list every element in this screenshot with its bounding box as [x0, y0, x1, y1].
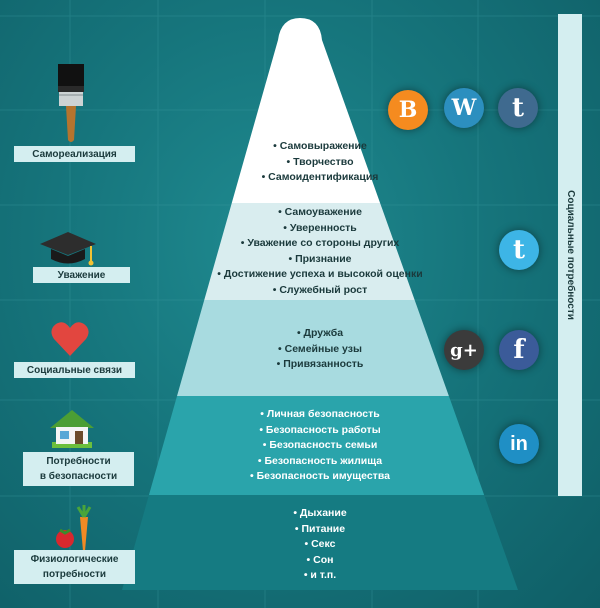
item: Дыхание	[0, 506, 600, 522]
level-2-items: Самоуважение Уверенность Уважение со сто…	[0, 205, 600, 298]
label-line: потребности	[42, 569, 107, 580]
label-line: Потребности	[46, 456, 111, 467]
item: Безопасность имущества	[0, 469, 600, 485]
twitter-icon: t	[499, 230, 539, 270]
house-icon	[50, 410, 94, 448]
item: Питание	[0, 522, 600, 538]
label-safety: Потребности в безопасности	[23, 452, 134, 486]
item: Уверенность	[0, 221, 600, 237]
item: Творчество	[0, 155, 600, 171]
level-5-items: Дыхание Питание Секс Сон и т.п.	[0, 506, 600, 584]
item: и т.п.	[0, 568, 600, 584]
paintbrush-icon	[58, 64, 84, 142]
item: Самоидентификация	[0, 170, 600, 186]
item: Уважение со стороны других	[0, 236, 600, 252]
tumblr-icon: t	[498, 88, 538, 128]
level-4-items: Личная безопасность Безопасность работы …	[0, 407, 600, 485]
label-line: в безопасности	[39, 471, 118, 482]
social-needs-label: Социальные потребности	[565, 190, 576, 320]
label-line: Физиологические	[30, 554, 119, 565]
blogger-icon: B	[388, 90, 428, 130]
item: Секс	[0, 537, 600, 553]
social-needs-bar	[558, 14, 582, 496]
item: Безопасность работы	[0, 423, 600, 439]
heart-icon	[51, 322, 89, 356]
level-1-items: Самовыражение Творчество Самоидентификац…	[0, 139, 600, 186]
item: Достижение успеха и высокой оценки	[0, 267, 600, 283]
item: Безопасность семьи	[0, 438, 600, 454]
item: Привязанность	[0, 357, 600, 373]
item: Самовыражение	[0, 139, 600, 155]
label-self-actualization: Самореализация	[14, 146, 135, 162]
item: Личная безопасность	[0, 407, 600, 423]
item: Семейные узы	[0, 342, 600, 358]
item: Самоуважение	[0, 205, 600, 221]
label-esteem: Уважение	[33, 267, 130, 283]
label-physiological: Физиологические потребности	[14, 550, 135, 584]
facebook-icon: f	[499, 330, 539, 370]
wordpress-icon: W	[444, 88, 484, 128]
item: Сон	[0, 553, 600, 569]
item: Признание	[0, 252, 600, 268]
label-social: Социальные связи	[14, 362, 135, 378]
google-plus-icon: g+	[444, 330, 484, 370]
vegetables-icon	[56, 505, 92, 551]
linkedin-icon: in	[499, 424, 539, 464]
item: Служебный рост	[0, 283, 600, 299]
item: Дружба	[0, 326, 600, 342]
graduation-cap-icon	[40, 232, 96, 266]
item: Безопасность жилища	[0, 454, 600, 470]
level-3-items: Дружба Семейные узы Привязанность	[0, 326, 600, 373]
